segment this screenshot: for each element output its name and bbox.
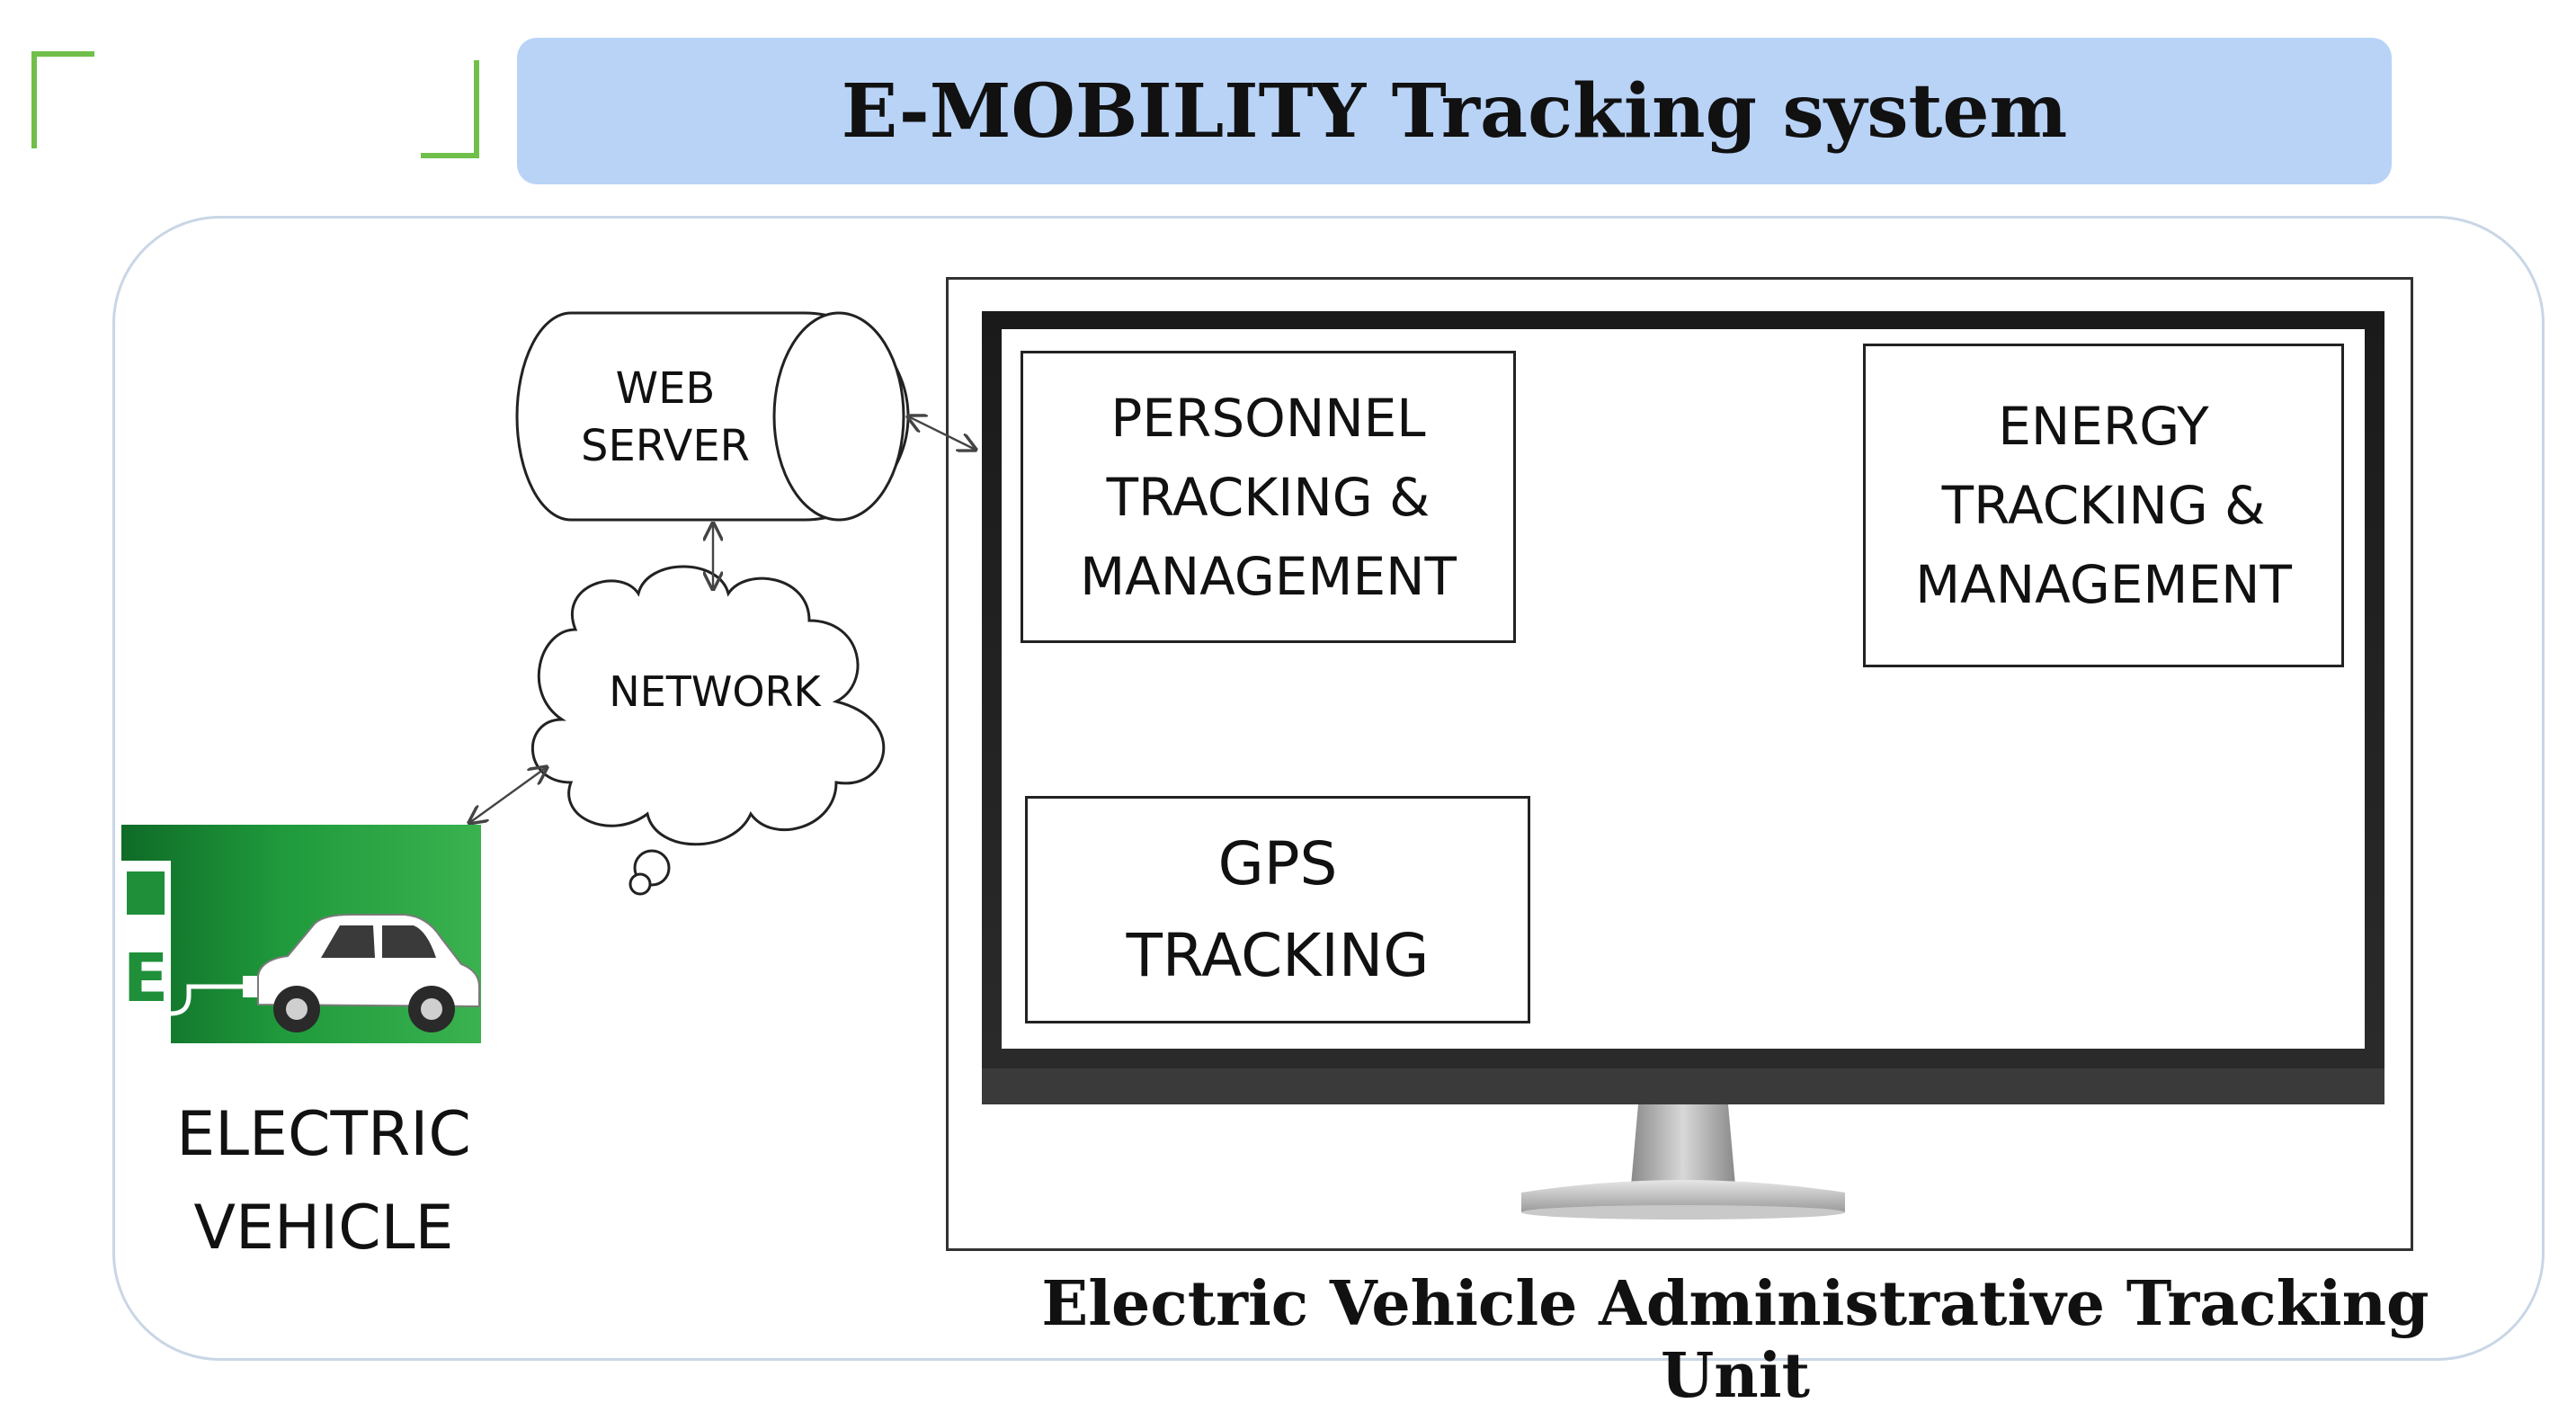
energy-tracking-box: ENERGY TRACKING & MANAGEMENT bbox=[1863, 344, 2344, 667]
web-server-icon bbox=[515, 311, 910, 522]
ev-charging-car-icon: E bbox=[121, 825, 481, 1043]
personnel-tracking-box: PERSONNEL TRACKING & MANAGEMENT bbox=[1021, 351, 1516, 643]
ev-sign-letter: E bbox=[123, 940, 169, 1017]
admin-unit-caption: Electric Vehicle Administrative Tracking… bbox=[1041, 1268, 2429, 1412]
personnel-tracking-label: PERSONNEL TRACKING & MANAGEMENT bbox=[1080, 387, 1457, 607]
network-label: NETWORK bbox=[609, 667, 821, 716]
gps-tracking-box: GPS TRACKING bbox=[1025, 796, 1530, 1023]
web-server-label: WEB SERVER bbox=[580, 363, 751, 471]
network-cloud-icon bbox=[531, 565, 886, 896]
title-banner: E-MOBILITY Tracking system bbox=[517, 38, 2392, 184]
electric-vehicle-label: ELECTRIC VEHICLE bbox=[176, 1099, 471, 1264]
gps-tracking-label: GPS TRACKING bbox=[1126, 828, 1430, 990]
energy-tracking-label: ENERGY TRACKING & MANAGEMENT bbox=[1915, 396, 2292, 615]
corner-bracket-icon bbox=[31, 51, 479, 158]
page-title: E-MOBILITY Tracking system bbox=[841, 67, 2068, 155]
